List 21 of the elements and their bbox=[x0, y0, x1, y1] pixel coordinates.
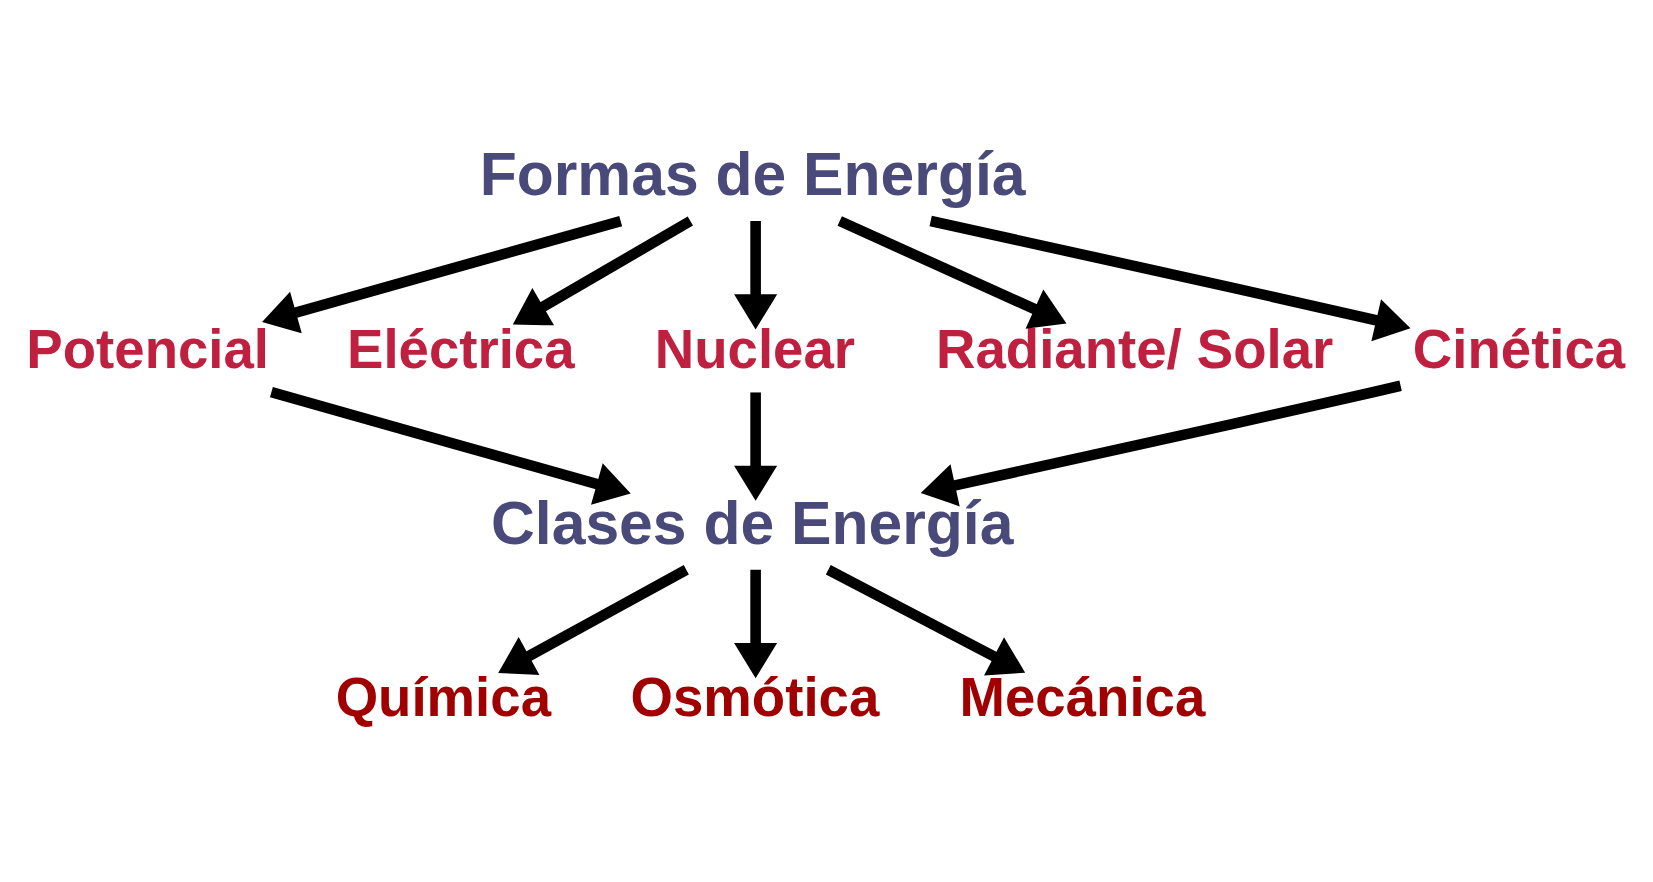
node-text: Formas de Energía bbox=[479, 139, 1026, 208]
node-text: Cinética bbox=[1412, 318, 1626, 380]
node-text: Química bbox=[335, 666, 552, 728]
arrow bbox=[512, 215, 694, 325]
arrow bbox=[825, 564, 1026, 675]
node-text: Eléctrica bbox=[347, 318, 575, 380]
arrow bbox=[837, 215, 1067, 329]
arrow bbox=[734, 391, 778, 501]
arrow bbox=[269, 386, 631, 505]
arrow bbox=[920, 380, 1402, 506]
arrow bbox=[734, 220, 778, 329]
node-text: Osmótica bbox=[630, 666, 880, 728]
arrow bbox=[498, 564, 689, 675]
node-text: Mecánica bbox=[959, 666, 1206, 728]
node-text: Clases de Energía bbox=[491, 488, 1014, 557]
arrow bbox=[734, 569, 778, 678]
node-text: Radiante/ Solar bbox=[936, 318, 1334, 380]
node-text: Potencial bbox=[26, 318, 270, 380]
arrow bbox=[929, 215, 1411, 341]
arrow bbox=[262, 215, 623, 333]
node-text: Nuclear bbox=[654, 318, 856, 380]
